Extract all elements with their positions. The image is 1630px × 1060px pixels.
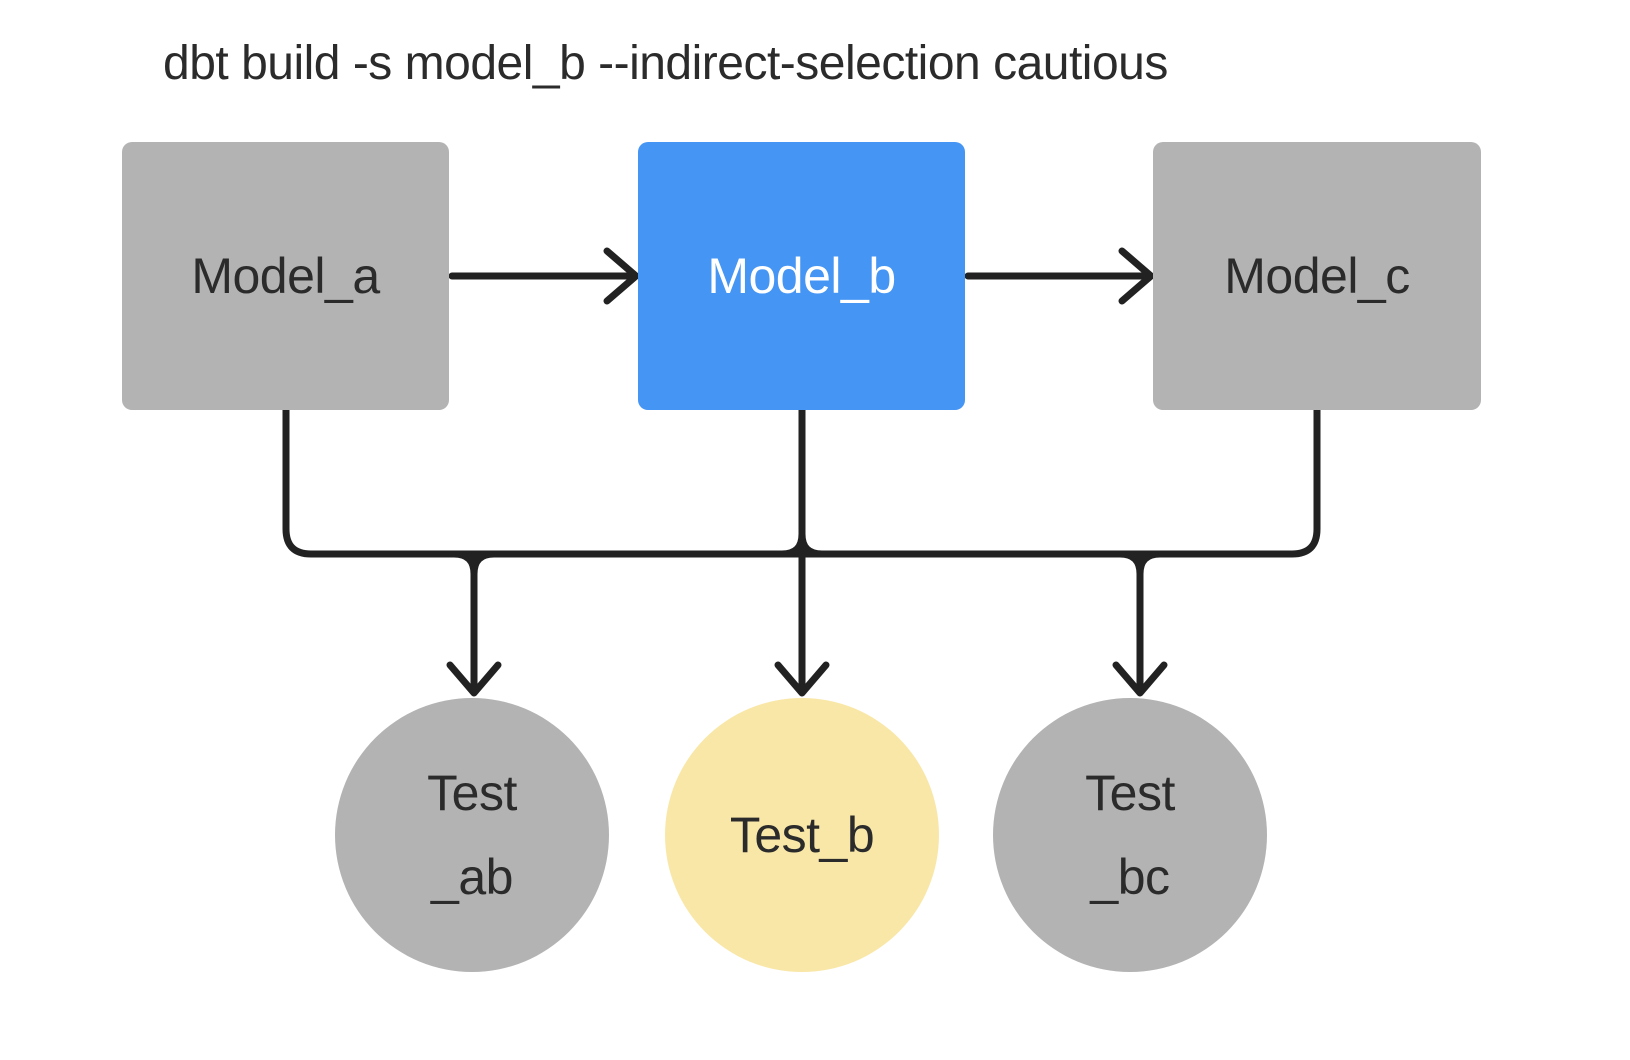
bus-line [282, 406, 1321, 558]
node-model-b-label: Model_b [707, 248, 896, 304]
bus-fillet [470, 550, 498, 578]
node-model-c: Model_c [1153, 142, 1481, 410]
node-test-bc: Test _bc [993, 698, 1267, 972]
edge-bus-to-test-ab [446, 550, 502, 697]
node-model-c-label: Model_c [1224, 248, 1410, 304]
label-line-2: _ab [431, 849, 513, 905]
bus-fillet [1136, 550, 1164, 578]
arrowhead-right-icon [603, 247, 640, 305]
bus-fillet [1116, 550, 1144, 578]
edge-model-b-to-test-b [774, 403, 830, 697]
node-model-a: Model_a [122, 142, 449, 410]
edge-test-bus [282, 406, 1321, 558]
arrowhead-down-icon [1112, 661, 1168, 697]
bus-fillet [778, 530, 806, 558]
arrowhead-down-icon [774, 661, 830, 697]
node-test-ab-label: Test _ab [427, 751, 517, 919]
arrowhead-down-icon [446, 661, 502, 697]
label-line-1: Test [1085, 765, 1175, 821]
bus-fillet [450, 550, 478, 578]
arrowhead-right-icon [1118, 247, 1155, 305]
node-model-b: Model_b [638, 142, 965, 410]
label-line-1: Test [427, 765, 517, 821]
diagram-title: dbt build -s model_b --indirect-selectio… [163, 37, 1168, 90]
edge-bus-to-test-bc [1112, 550, 1168, 697]
edge-model-a-to-model-b [448, 247, 640, 305]
label-line-2: _bc [1090, 849, 1170, 905]
bus-fillet [798, 530, 826, 558]
node-model-a-label: Model_a [191, 248, 380, 304]
label-line-1: Test_b [729, 807, 875, 863]
node-test-bc-label: Test _bc [1085, 751, 1175, 919]
node-test-ab: Test _ab [335, 698, 609, 972]
node-test-b-label: Test_b [729, 793, 875, 877]
node-test-b: Test_b [665, 698, 939, 972]
edge-model-b-to-model-c [964, 247, 1155, 305]
